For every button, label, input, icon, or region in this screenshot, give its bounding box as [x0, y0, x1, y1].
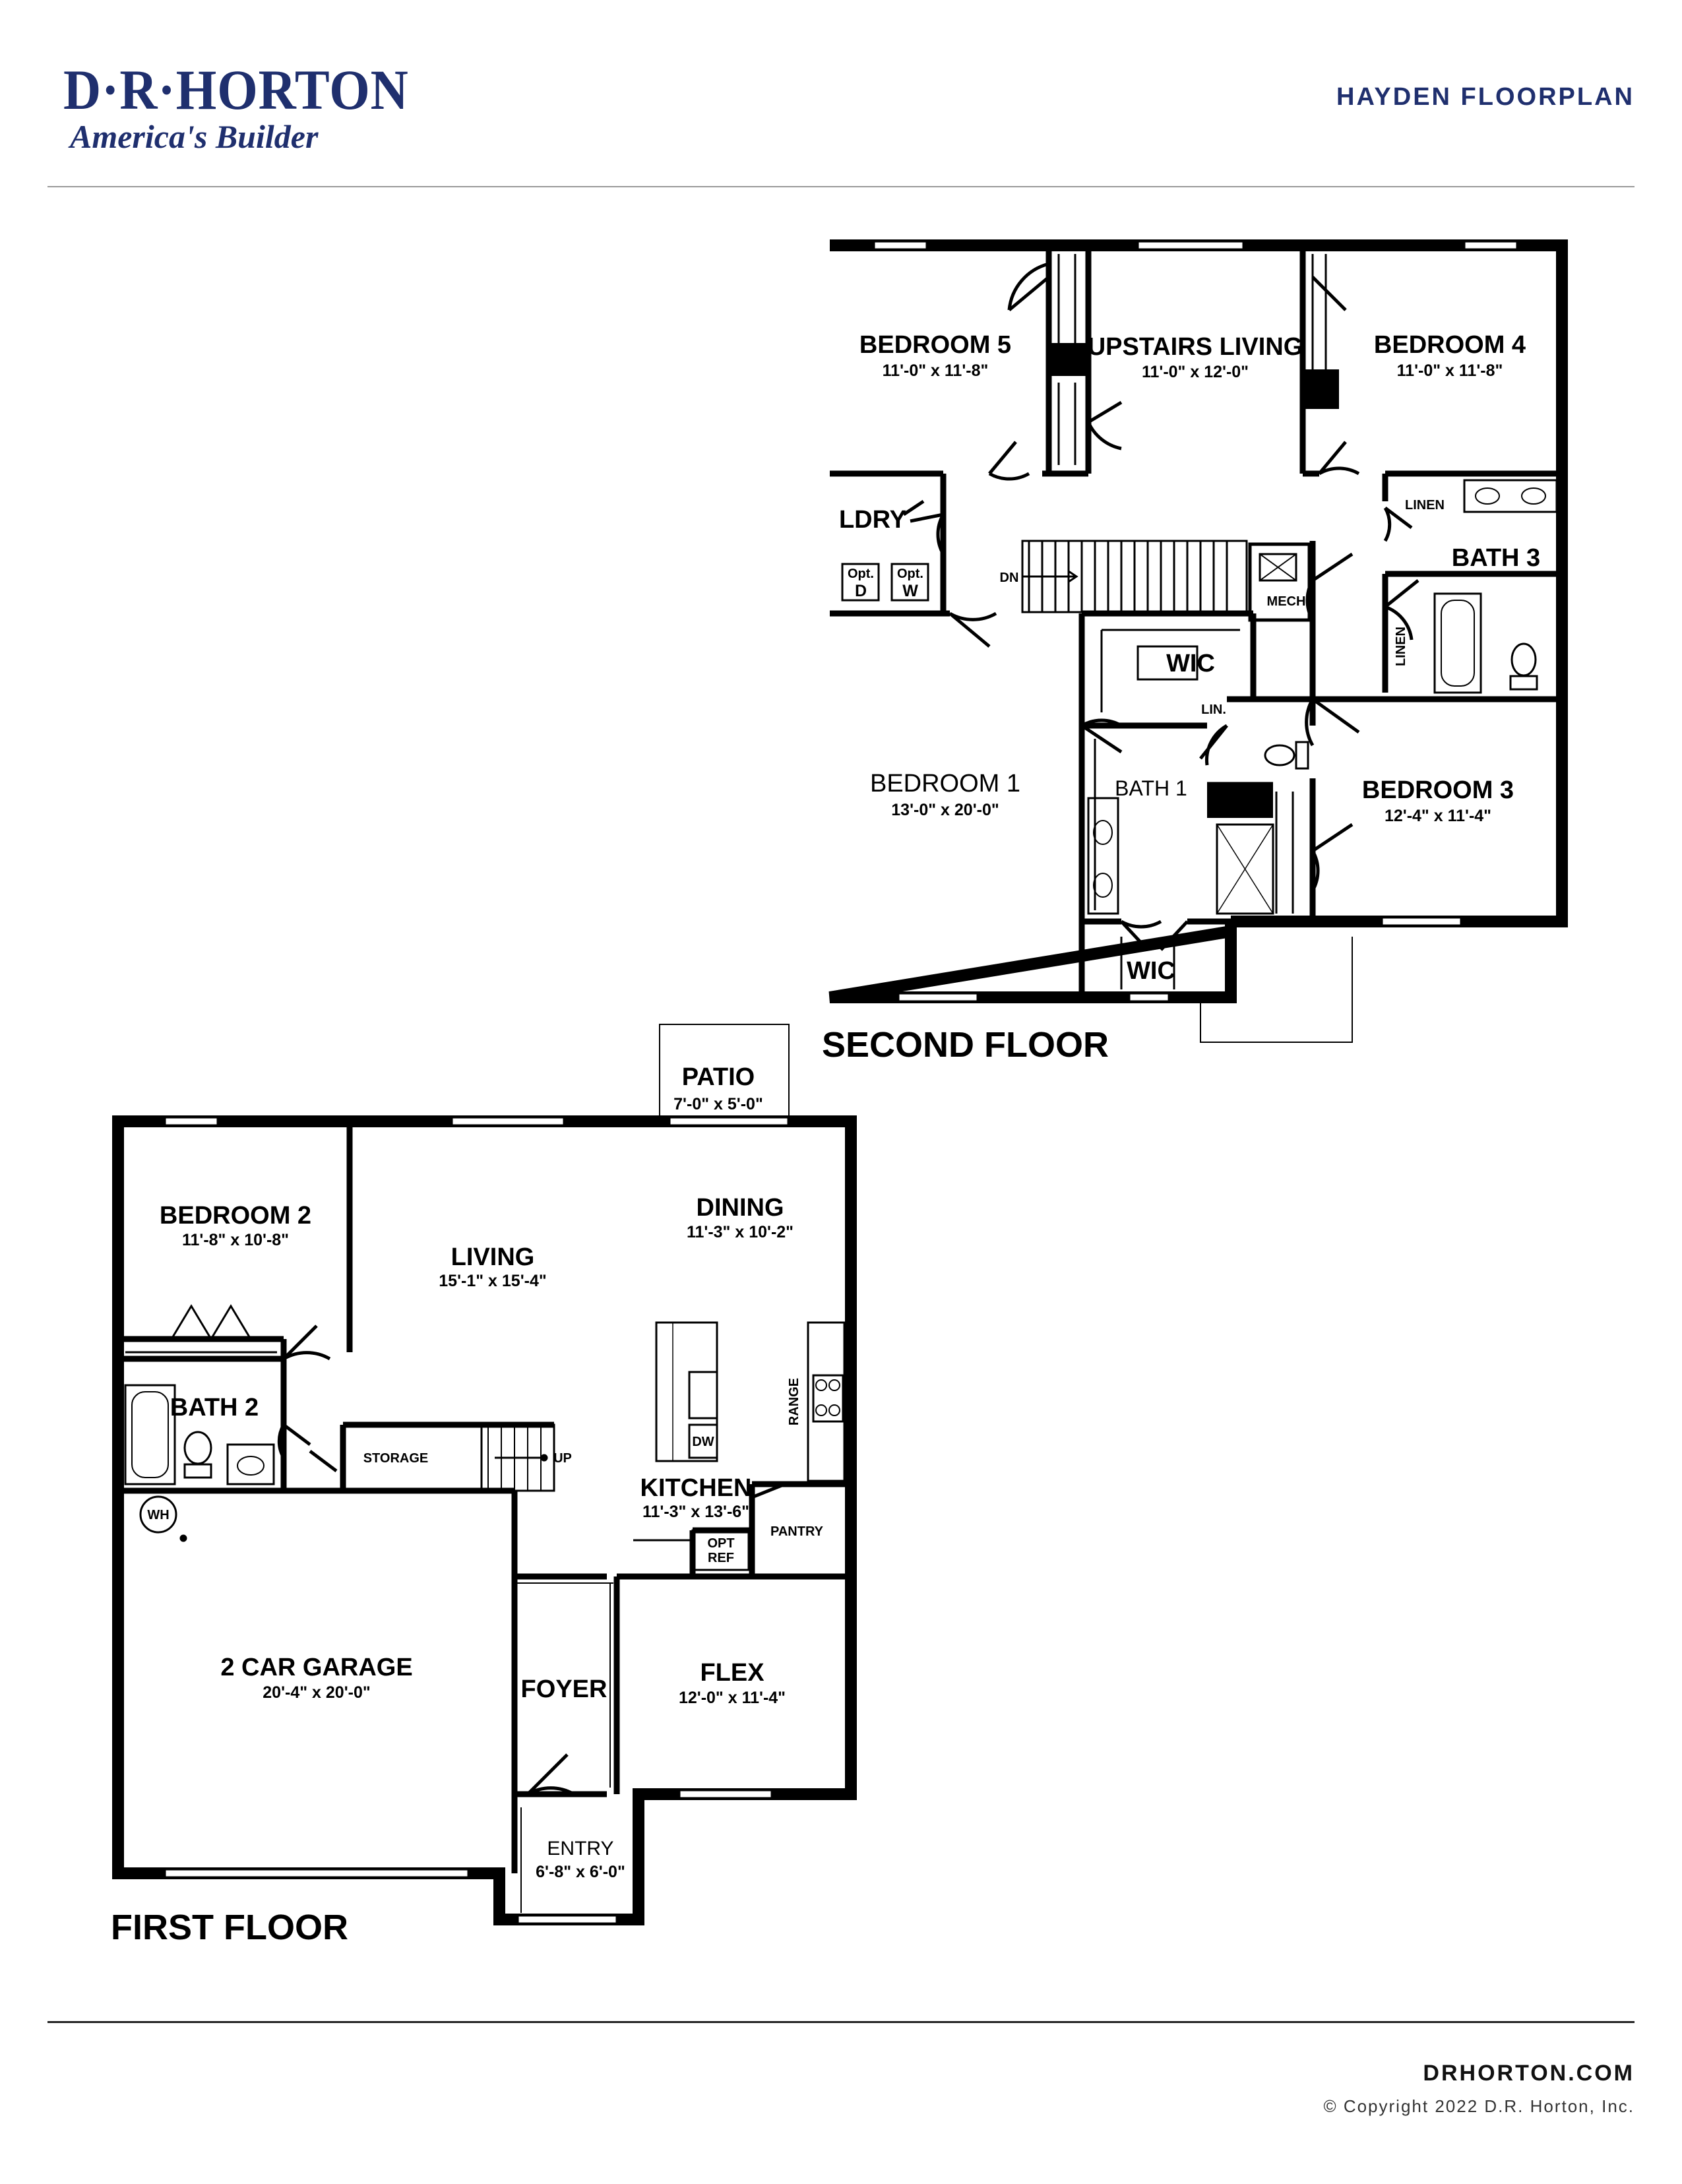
window — [873, 240, 928, 251]
storage-label: STORAGE — [363, 1451, 429, 1466]
second-floor — [828, 239, 1568, 1043]
bedroom3-label: BEDROOM 3 — [1362, 776, 1514, 804]
window — [164, 1868, 470, 1879]
window — [451, 1116, 565, 1127]
bedroom5-label: BEDROOM 5 — [859, 331, 1011, 359]
kitchen-label: KITCHEN — [640, 1474, 752, 1502]
bath2-label: BATH 2 — [170, 1394, 259, 1421]
website-link[interactable]: DRHORTON.COM — [1423, 2061, 1635, 2086]
bedroom1-dims: 13'-0" x 20'-0" — [891, 801, 999, 819]
opt-ref-label: OPT — [707, 1536, 734, 1551]
linen-top-label: LINEN — [1405, 498, 1445, 513]
window — [1128, 992, 1170, 1003]
garage-dims: 20'-4" x 20'-0" — [263, 1683, 370, 1702]
window — [516, 1914, 618, 1925]
bedroom4-label: BEDROOM 4 — [1374, 331, 1526, 359]
wic-upper-label: WIC — [1166, 650, 1215, 677]
window — [164, 1116, 219, 1127]
flex-label: FLEX — [700, 1659, 764, 1687]
first-floor-title: FIRST FLOOR — [111, 1908, 348, 1947]
kitchen-dims: 11'-3" x 13'-6" — [642, 1503, 749, 1521]
window — [678, 1789, 773, 1799]
bath1-label: BATH 1 — [1115, 776, 1187, 800]
bedroom2-label: BEDROOM 2 — [160, 1202, 311, 1230]
first-floor — [112, 1024, 857, 1925]
garage-label: 2 CAR GARAGE — [220, 1654, 412, 1681]
window — [1463, 240, 1518, 251]
laundry-label: LDRY — [839, 506, 906, 534]
living-dims: 15'-1" x 15'-4" — [439, 1272, 546, 1290]
window — [1381, 916, 1462, 927]
brand-name: D·R·HORTON — [63, 58, 409, 121]
opt-ref-sub: REF — [708, 1551, 734, 1565]
window — [1137, 240, 1245, 251]
bedroom3-dims: 12'-4" x 11'-4" — [1385, 807, 1491, 825]
upstairs-living-dims: 11'-0" x 12'-0" — [1142, 363, 1249, 381]
dishwasher-label: DW — [692, 1435, 714, 1449]
bedroom2-dims: 11'-8" x 10'-8" — [182, 1231, 289, 1249]
pantry-label: PANTRY — [770, 1524, 824, 1539]
opt-dryer-sub: D — [855, 582, 867, 600]
brand-tagline: America's Builder — [70, 118, 319, 155]
bedroom5-dims: 11'-0" x 11'-8" — [883, 361, 989, 380]
page-title: HAYDEN FLOORPLAN — [1336, 83, 1635, 111]
bedroom1-label: BEDROOM 1 — [870, 770, 1020, 797]
dining-dims: 11'-3" x 10'-2" — [687, 1223, 794, 1241]
upstairs-living-label: UPSTAIRS LIVING — [1088, 333, 1303, 361]
opt-washer-label: Opt. — [897, 567, 923, 581]
opt-dryer-label: Opt. — [848, 567, 874, 581]
mech-label: MECH — [1267, 594, 1306, 609]
window — [897, 992, 979, 1003]
copyright-notice: © Copyright 2022 D.R. Horton, Inc. — [1323, 2096, 1635, 2116]
stairs-up-label: UP — [553, 1451, 572, 1466]
header-divider — [47, 186, 1635, 187]
entry-dims: 6'-8" x 6'-0" — [536, 1863, 625, 1881]
bath3-label: BATH 3 — [1452, 544, 1540, 572]
window — [668, 1116, 790, 1127]
linen-side-label: LINEN — [1394, 627, 1408, 666]
patio-dims: 7'-0" x 5'-0" — [673, 1095, 763, 1113]
wic-lower-label: WIC — [1127, 957, 1175, 985]
linen-closet-label: LIN. — [1201, 702, 1226, 717]
patio-label: PATIO — [682, 1063, 755, 1091]
second-floor-title: SECOND FLOOR — [822, 1025, 1109, 1065]
living-label: LIVING — [451, 1243, 535, 1271]
opt-washer-sub: W — [902, 582, 918, 600]
dining-label: DINING — [697, 1194, 784, 1222]
brand-logo: D·R·HORTON America's Builder — [63, 57, 408, 156]
water-heater-label: WH — [147, 1508, 169, 1522]
flex-dims: 12'-0" x 11'-4" — [679, 1689, 786, 1707]
footer-divider — [47, 2021, 1635, 2023]
stairs-down-label: DN — [1000, 571, 1019, 585]
foyer-label: FOYER — [521, 1675, 607, 1703]
entry-label: ENTRY — [547, 1838, 613, 1859]
range-label: RANGE — [787, 1378, 801, 1425]
bedroom4-dims: 11'-0" x 11'-8" — [1397, 361, 1503, 380]
